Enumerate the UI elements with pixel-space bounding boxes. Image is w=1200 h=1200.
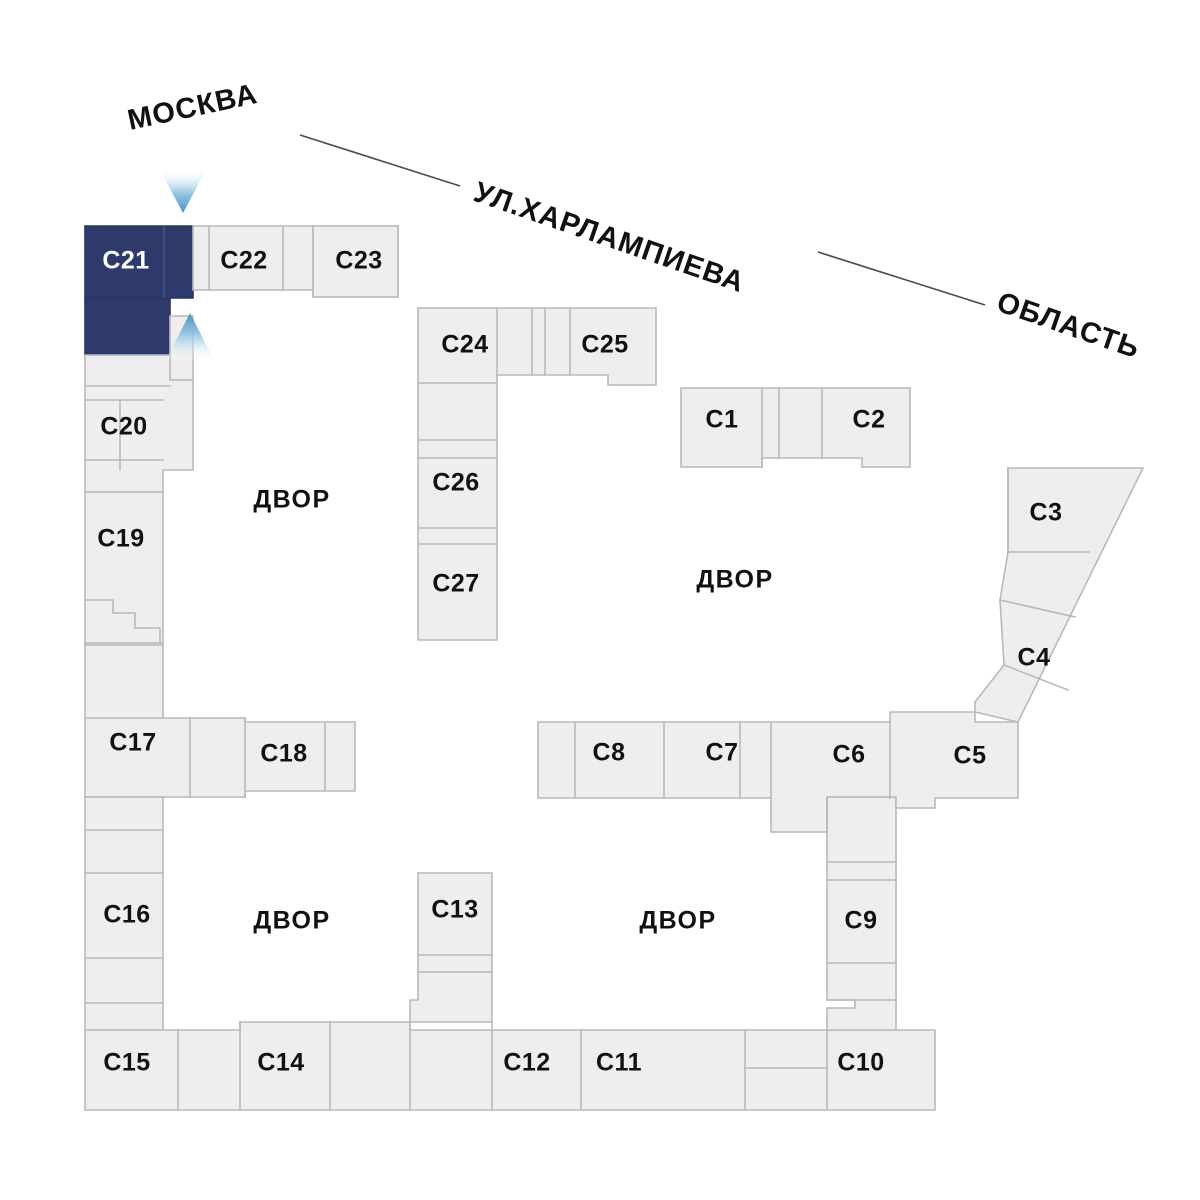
leader-line-oblast	[817, 251, 986, 306]
plot-label-C15[interactable]: C15	[103, 1049, 150, 1077]
plot-label-C19[interactable]: C19	[97, 525, 144, 553]
leader-line-moskva	[299, 134, 461, 187]
yard-label-layer: ДВОР ДВОР ДВОР ДВОР	[253, 486, 773, 935]
plot-label-C3[interactable]: C3	[1030, 499, 1063, 527]
block-c1-c2[interactable]	[680, 387, 911, 468]
plot-label-C24[interactable]: C24	[441, 331, 488, 359]
plot-label-C9[interactable]: C9	[845, 907, 878, 935]
parcel-C21-main[interactable]	[84, 225, 194, 299]
block-c13[interactable]	[409, 872, 493, 1023]
plot-label-C14[interactable]: C14	[257, 1049, 304, 1077]
parcel-C19-group[interactable]	[84, 491, 164, 646]
plot-label-C7[interactable]: C7	[706, 739, 739, 767]
block-c24-c27[interactable]	[417, 307, 657, 641]
yard-label-yard-nw: ДВОР	[253, 486, 330, 514]
plot-label-C10[interactable]: C10	[837, 1049, 884, 1077]
street-label-moskva: МОСКВА	[125, 78, 261, 137]
block-west-upper[interactable]	[84, 354, 194, 646]
parcel-C17-C18-group[interactable]	[84, 644, 356, 798]
plot-label-C8[interactable]: C8	[593, 739, 626, 767]
parcel-C21-lower[interactable]	[84, 297, 171, 356]
plot-label-C4[interactable]: C4	[1018, 644, 1051, 672]
block-west-c17-c18[interactable]	[84, 644, 356, 798]
entrance-markers	[160, 170, 214, 360]
plot-label-C27[interactable]: C27	[432, 570, 479, 598]
plot-label-C26[interactable]: C26	[432, 469, 479, 497]
parcel-C3-C4-group[interactable]	[974, 467, 1145, 723]
block-north-top[interactable]	[84, 225, 399, 381]
yard-label-yard-sw: ДВОР	[253, 907, 330, 935]
plot-label-C1[interactable]: C1	[706, 406, 739, 434]
plot-label-C20[interactable]: C20	[100, 413, 147, 441]
entrance-arrow-down-icon	[160, 170, 206, 213]
entrance-arrow-up-icon	[166, 313, 214, 360]
plot-label-C12[interactable]: C12	[503, 1049, 550, 1077]
plot-label-C5[interactable]: C5	[954, 742, 987, 770]
parcel-C13-group[interactable]	[409, 872, 493, 1023]
street-leader-lines	[299, 134, 986, 306]
yard-label-yard-ne: ДВОР	[696, 566, 773, 594]
plot-label-C11[interactable]: C11	[596, 1049, 642, 1077]
street-label-kharlampieva: УЛ.ХАРЛАМПИЕВА	[470, 176, 749, 299]
plot-label-C23[interactable]: C23	[335, 247, 382, 275]
plot-label-C22[interactable]: C22	[220, 247, 267, 275]
parcel-C24-C27-group[interactable]	[417, 307, 657, 641]
block-east-angled[interactable]	[974, 467, 1145, 723]
yard-label-yard-se: ДВОР	[639, 907, 716, 935]
parcel-middle-band-group[interactable]	[537, 711, 1019, 833]
plot-label-C16[interactable]: C16	[103, 901, 150, 929]
plot-label-C21[interactable]: C21	[102, 247, 149, 275]
parcel-C1-C2-group[interactable]	[680, 387, 911, 468]
plot-label-C18[interactable]: C18	[260, 740, 307, 768]
block-middle-band[interactable]	[537, 711, 1019, 833]
plot-label-C6[interactable]: C6	[833, 741, 866, 769]
plot-label-C17[interactable]: C17	[109, 729, 156, 757]
block-west-c16[interactable]	[84, 796, 164, 1031]
block-south-row[interactable]	[84, 1021, 936, 1111]
block-c9[interactable]	[826, 796, 897, 1031]
plot-label-C13[interactable]: C13	[431, 896, 478, 924]
street-label-oblast: ОБЛАСТЬ	[993, 286, 1144, 365]
plot-label-C25[interactable]: C25	[581, 331, 628, 359]
plot-label-C2[interactable]: C2	[853, 406, 886, 434]
